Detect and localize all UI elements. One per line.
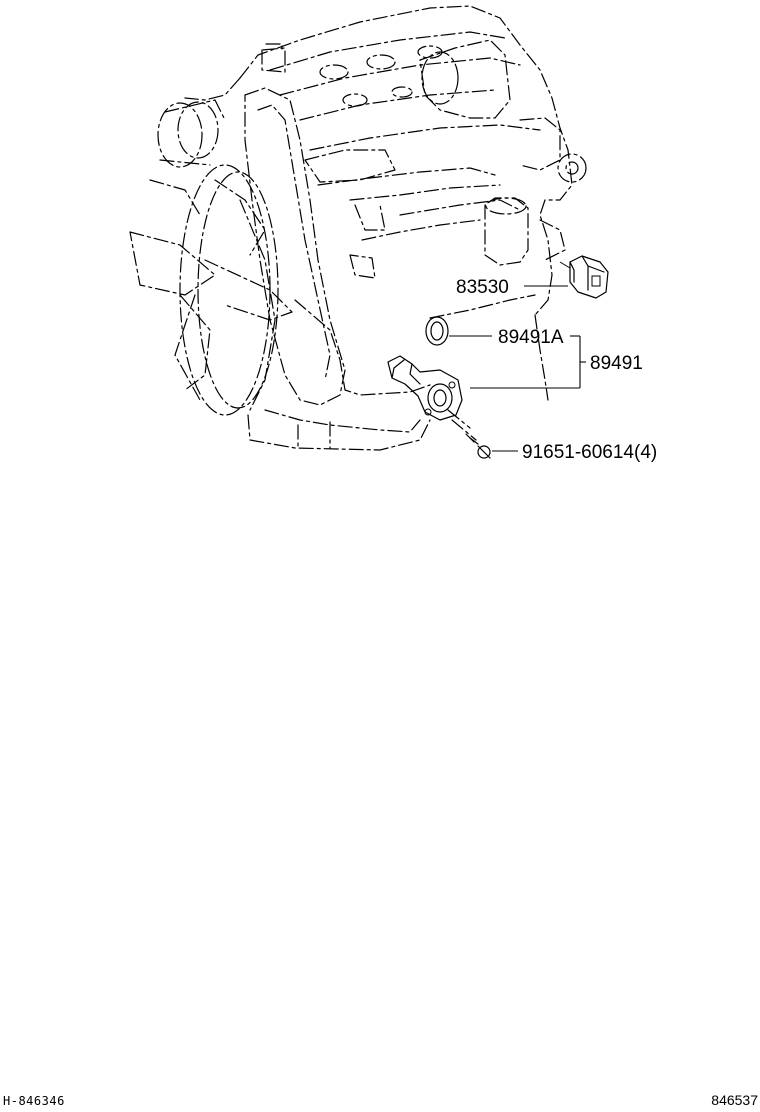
o-ring-89491A: [425, 316, 449, 346]
engine-illustration: [129, 5, 587, 451]
crank-position-sensor-89491: [387, 355, 477, 441]
footer-left-code: H-846346: [3, 1094, 65, 1108]
callout-83530: 83530: [456, 277, 509, 298]
knock-sensor-83530: [559, 255, 609, 299]
callout-91651-60614: 91651-60614(4): [522, 442, 657, 463]
callout-89491A: 89491A: [498, 327, 564, 348]
callout-89491: 89491: [590, 353, 643, 374]
bolt-91651: [465, 433, 491, 459]
footer-right-code: 846537: [711, 1092, 758, 1108]
leader-lines: [449, 285, 586, 452]
